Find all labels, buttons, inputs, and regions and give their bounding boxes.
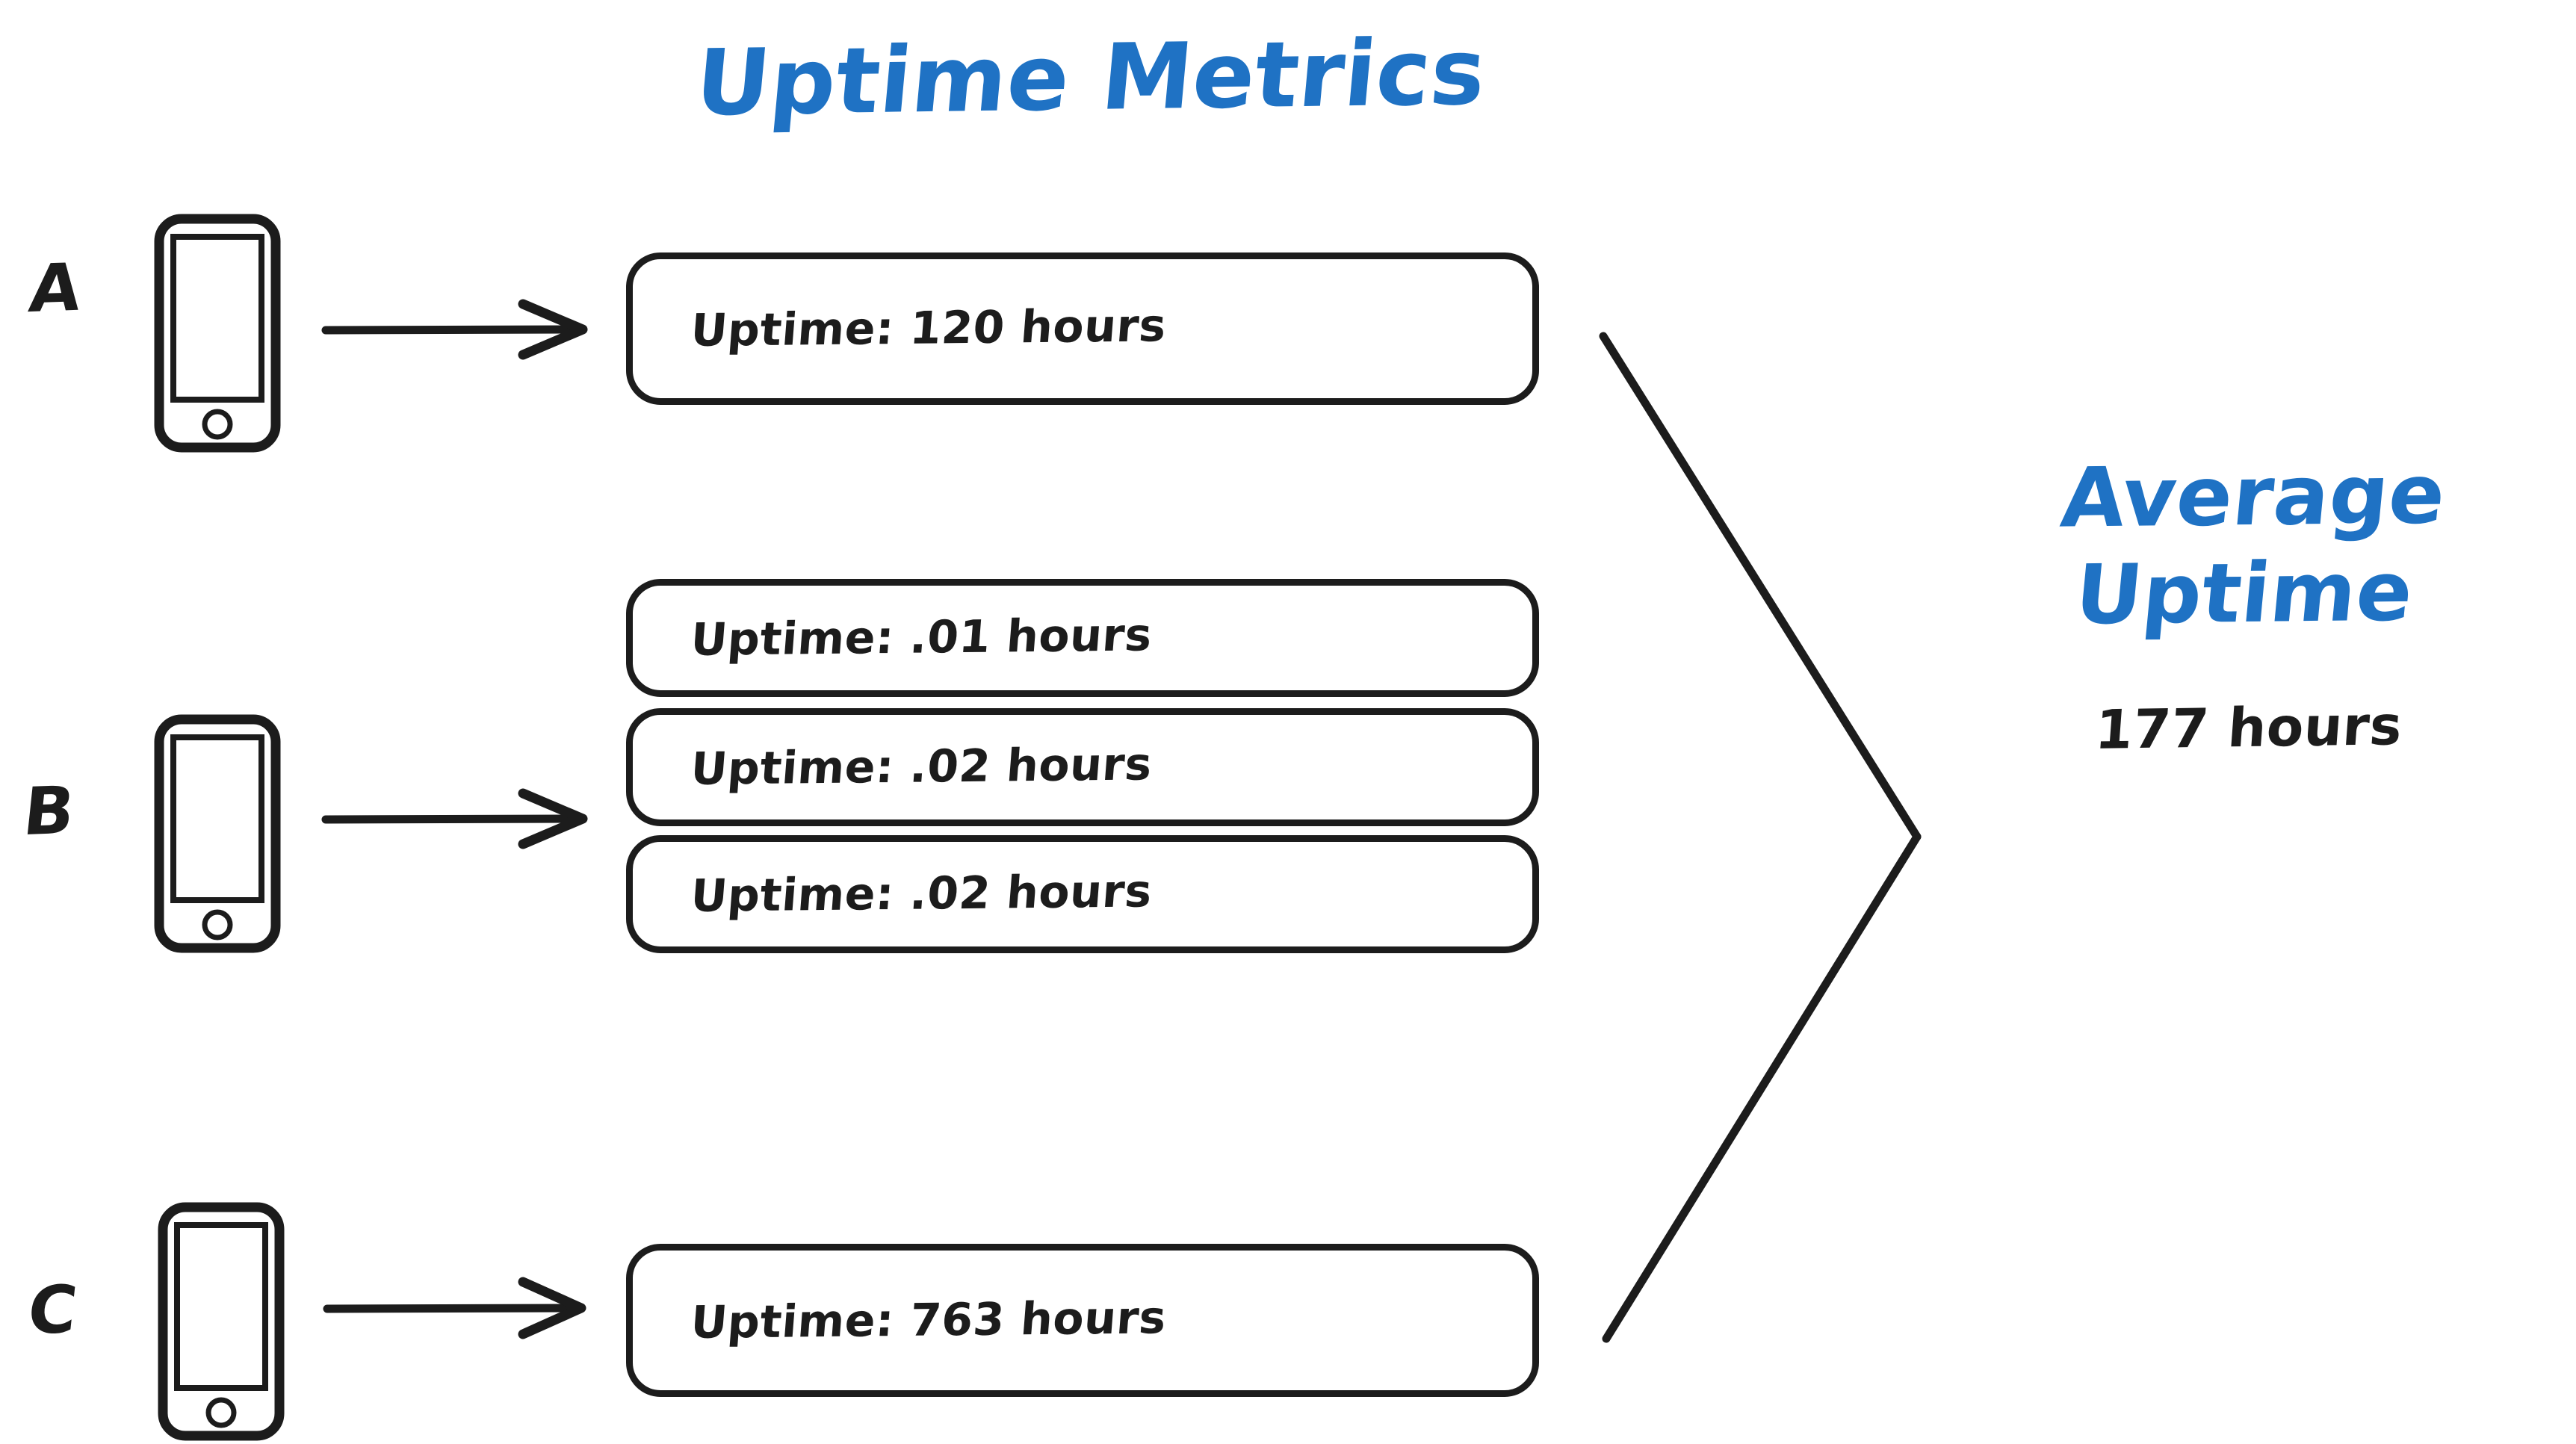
metric-box[interactable]: Uptime: .02 hours (626, 835, 1539, 953)
arrow-b-to-metric (321, 773, 620, 863)
device-label-a: A (25, 248, 86, 328)
mobile-phone-icon-a (153, 213, 282, 453)
metric-box[interactable]: Uptime: .01 hours (626, 579, 1539, 697)
result-title-line-2: Uptime (2071, 543, 2418, 643)
metric-box[interactable]: Uptime: .02 hours (626, 708, 1539, 826)
device-label-c: C (24, 1270, 81, 1350)
device-label-b: B (19, 771, 79, 851)
mobile-phone-icon-c (157, 1201, 285, 1442)
aggregation-chevron-connector (1584, 314, 1942, 1360)
metric-text: Uptime: .02 hours (689, 865, 1154, 923)
metric-text: Uptime: 763 hours (689, 1291, 1168, 1349)
result-value: 177 hours (2093, 693, 2405, 761)
metric-text: Uptime: .02 hours (689, 738, 1154, 796)
arrow-c-to-metric (323, 1262, 622, 1352)
arrow-a-to-metric (321, 284, 620, 374)
mobile-phone-icon-b (153, 713, 282, 954)
result-title-line-1: Average (2057, 446, 2450, 546)
page-title: Uptime Metrics (691, 19, 1490, 137)
metric-text: Uptime: .01 hours (689, 609, 1154, 666)
metric-text: Uptime: 120 hours (689, 300, 1168, 357)
metric-box[interactable]: Uptime: 120 hours (626, 252, 1539, 405)
result-title: Average Uptime (1963, 445, 2534, 645)
result-block: Average Uptime 177 hours (1972, 446, 2525, 761)
metric-box[interactable]: Uptime: 763 hours (626, 1244, 1539, 1397)
